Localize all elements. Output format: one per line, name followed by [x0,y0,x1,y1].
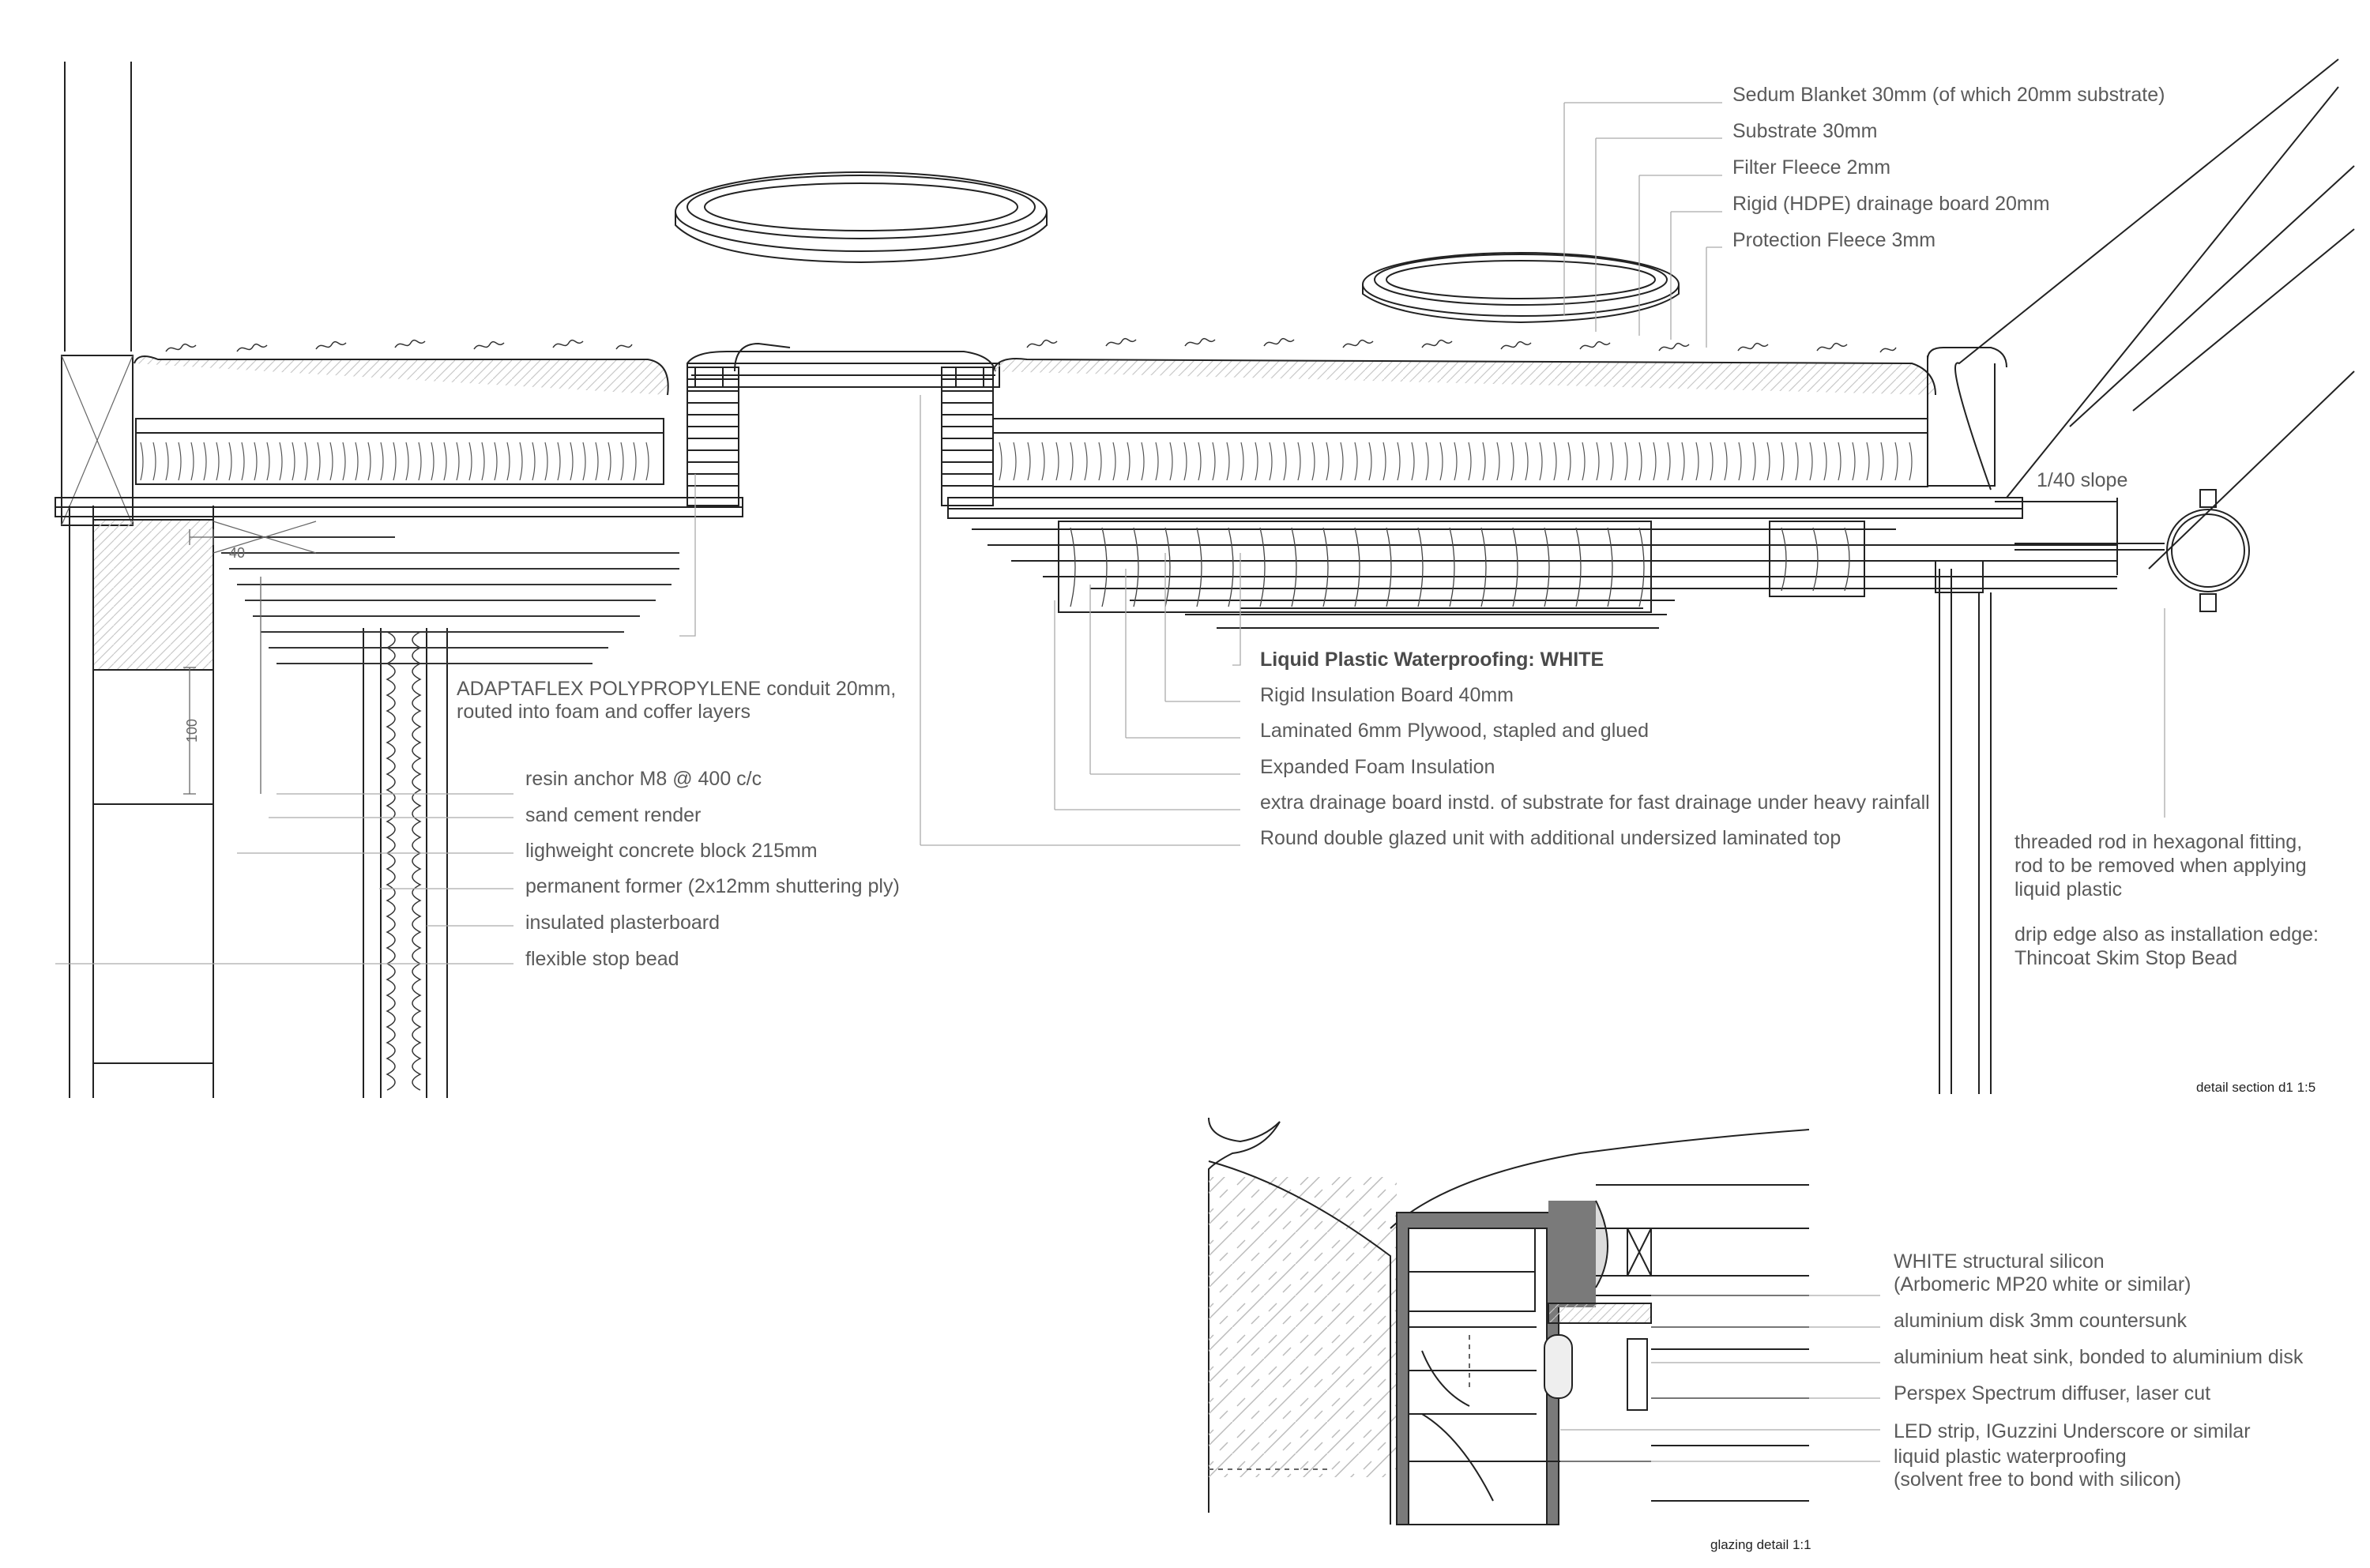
skylight-glass [687,351,1000,388]
label-heat-sink: aluminium heat sink, bonded to aluminium… [1894,1346,2304,1368]
label-concrete-block: lighweight concrete block 215mm [525,840,818,862]
label-resin-anchor: resin anchor M8 @ 400 c/c [525,768,762,790]
label-slope: 1/40 slope [2037,469,2128,491]
label-substrate: Substrate 30mm [1732,120,1878,142]
label-drip-2: Thincoat Skim Stop Bead [2014,947,2238,969]
gutter-pipe [2014,489,2250,612]
label-rod-2: rod to be removed when applying [2014,855,2307,877]
label-rod-3: liquid plastic [2014,878,2123,901]
skylight-disk-small [1362,252,1680,324]
caption-glazing-detail: glazing detail 1:1 [1710,1537,1811,1552]
label-liquid-plastic: Liquid Plastic Waterproofing: WHITE [1260,649,1604,671]
left-roof [55,355,743,671]
label-conduit-1: ADAPTAFLEX POLYPROPYLENE conduit 20mm, [457,678,897,700]
label-rod-1: threaded rod in hexagonal fitting, [2014,831,2303,853]
sedum-plants [165,337,1897,353]
label-liquid-waterproof-2: (solvent free to bond with silicon) [1894,1468,2182,1491]
dim-100: 100 [184,718,200,743]
label-rigid-insulation: Rigid Insulation Board 40mm [1260,684,1514,706]
dim-40: 40 [229,545,246,561]
foam-insulation-right [1070,527,1850,607]
label-liquid-waterproof-1: liquid plastic waterproofing [1894,1446,2127,1468]
label-foam: Expanded Foam Insulation [1260,756,1495,778]
label-extra-drainage: extra drainage board instd. of substrate… [1260,792,1930,814]
label-permanent-former: permanent former (2x12mm shuttering ply) [525,875,900,897]
label-drainage-board: Rigid (HDPE) drainage board 20mm [1732,193,2050,215]
right-roof [947,58,2355,1094]
label-protection-fleece: Protection Fleece 3mm [1732,229,1936,251]
caption-detail-section: detail section d1 1:5 [2196,1080,2316,1095]
label-sand-cement: sand cement render [525,804,702,826]
label-sedum: Sedum Blanket 30mm (of which 20mm substr… [1732,84,2165,106]
label-round-glazed: Round double glazed unit with additional… [1260,827,1841,849]
glazing-detail [1208,1117,1810,1525]
label-stop-bead: flexible stop bead [525,948,679,970]
skylight-disk-large [675,171,1048,264]
glazing-leader-lines [1560,1295,1880,1462]
label-plasterboard: insulated plasterboard [525,912,720,934]
plasterboard-insulation [386,631,396,1091]
right-skylight-upstand [941,367,994,506]
label-plywood: Laminated 6mm Plywood, stapled and glued [1260,720,1649,742]
left-wall [61,62,448,1098]
leader-lines [55,102,2165,964]
label-alu-disk: aluminium disk 3mm countersunk [1894,1310,2187,1332]
dimension-lines [183,529,261,795]
label-perspex: Perspex Spectrum diffuser, laser cut [1894,1382,2211,1404]
label-silicon-2: (Arbomeric MP20 white or similar) [1894,1273,2191,1295]
label-conduit-2: routed into foam and coffer layers [457,701,750,723]
label-filter-fleece: Filter Fleece 2mm [1732,156,1891,179]
label-drip-1: drip edge also as installation edge: [2014,923,2319,946]
label-led: LED strip, IGuzzini Underscore or simila… [1894,1420,2251,1442]
label-silicon-1: WHITE structural silicon [1894,1250,2105,1273]
